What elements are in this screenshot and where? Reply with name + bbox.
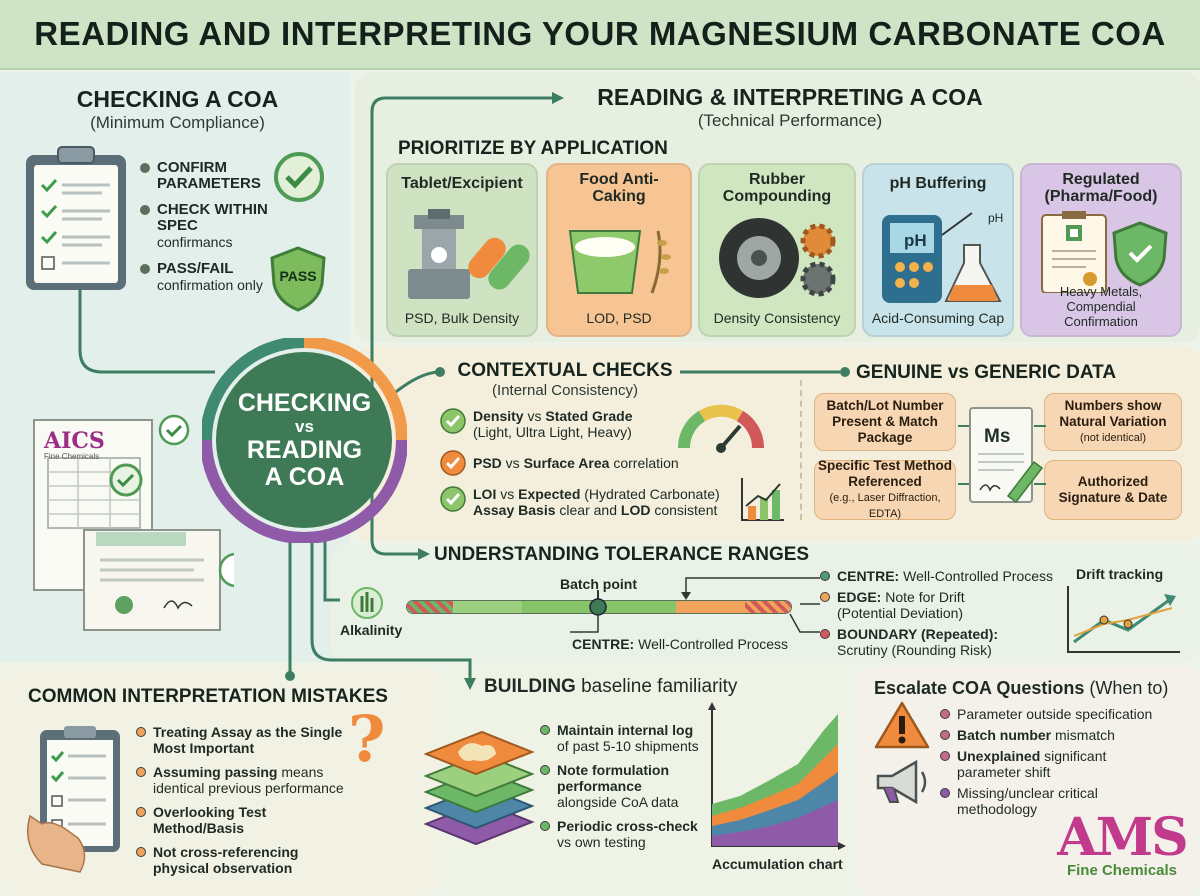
tablet-press-icon bbox=[408, 209, 530, 299]
title-bar: READING AND INTERPRETING YOUR MAGNESIUM … bbox=[0, 0, 1200, 70]
reading-heading: READING & INTERPRETING A COA bbox=[597, 84, 983, 110]
hub-circle: CHECKING vs READING A COA bbox=[202, 338, 407, 543]
check-circle-icon bbox=[440, 408, 466, 434]
check-circle-icon bbox=[440, 486, 466, 512]
check-circle-icon bbox=[440, 450, 466, 476]
drift-chart-icon bbox=[1067, 586, 1180, 653]
doc-ms-label: Ms bbox=[984, 426, 1011, 447]
legend-centre: CENTRE: Well-Controlled Process bbox=[820, 568, 1060, 584]
escalate-item: Unexplained significant parameter shift bbox=[940, 748, 1170, 780]
card-regulated: Regulated (Pharma/Food) Heavy Metals, Co… bbox=[1020, 163, 1182, 337]
genuine-box-method: Specific Test Method Referenced(e.g., La… bbox=[814, 458, 956, 520]
alkalinity-icon bbox=[351, 587, 383, 619]
tolerance-markers bbox=[570, 577, 820, 633]
genuine-box-batch: Batch/Lot Number Present & Match Package bbox=[814, 393, 956, 451]
layers-stack-icon bbox=[423, 730, 535, 846]
mistake-item: Overlooking Test Method/Basis bbox=[136, 804, 356, 836]
batch-point-label: Batch point bbox=[560, 576, 637, 592]
pass-shield-icon: PASS bbox=[268, 246, 328, 312]
alkalinity-label: Alkalinity bbox=[340, 622, 403, 638]
contextual-item: Density vs Stated Grade(Light, Ultra Lig… bbox=[440, 408, 740, 440]
question-mark-icon: ? bbox=[348, 702, 386, 777]
baseline-heading: BUILDING baseline familiarity bbox=[484, 676, 738, 697]
hub-line1: CHECKING bbox=[237, 389, 372, 417]
documents-icon bbox=[33, 414, 234, 631]
tolerance-boundary-left bbox=[407, 601, 454, 613]
hub-line3: READING bbox=[246, 436, 363, 464]
mistakes-heading: COMMON INTERPRETATION MISTAKES bbox=[28, 686, 388, 707]
checking-item: CONFIRM PARAMETERS bbox=[140, 160, 280, 192]
reading-subheading: (Technical Performance) bbox=[697, 111, 883, 130]
genuine-box-signature: Authorized Signature & Date bbox=[1044, 460, 1182, 520]
ph-tag: pH bbox=[988, 211, 1004, 225]
drift-label: Drift tracking bbox=[1076, 566, 1164, 582]
centre-bottom-label: CENTRE: Well-Controlled Process bbox=[572, 636, 789, 652]
genuine-heading: GENUINE vs GENERIC DATA bbox=[856, 362, 1117, 383]
hub-line4: A COA bbox=[264, 463, 345, 491]
escalate-item: Missing/unclear critical methodology bbox=[940, 785, 1170, 817]
brand-logo-text: AMS bbox=[1057, 807, 1188, 868]
tolerance-legend: CENTRE: Well-Controlled Process EDGE: No… bbox=[820, 568, 1060, 658]
tire-gear-icon bbox=[719, 218, 836, 298]
food-bowl-icon bbox=[568, 230, 671, 294]
legend-boundary: BOUNDARY (Repeated):Scrutiny (Rounding R… bbox=[820, 626, 1060, 658]
genuine-box-variation: Numbers show Natural Variation(not ident… bbox=[1044, 393, 1182, 451]
check-circle-icon bbox=[274, 152, 324, 202]
legend-edge: EDGE: Note for Drift(Potential Deviation… bbox=[820, 589, 1060, 621]
warning-icon bbox=[874, 701, 930, 749]
escalate-item: Parameter outside specification bbox=[940, 706, 1170, 722]
contextual-subheading: (Internal Consistency) bbox=[492, 382, 638, 399]
escalate-list: Parameter outside specification Batch nu… bbox=[940, 706, 1170, 817]
card-rubber: Rubber Compounding Density Consistency bbox=[698, 163, 856, 337]
prioritize-heading: PRIORITIZE BY APPLICATION bbox=[398, 138, 668, 159]
checking-heading: CHECKING A COA bbox=[76, 86, 279, 112]
gauge-icon bbox=[677, 404, 765, 453]
card-ph: pH Buffering pH pH Acid-Consuming Cap bbox=[862, 163, 1014, 337]
mistakes-list: Treating Assay as the Single Most Import… bbox=[136, 724, 356, 876]
megaphone-icon bbox=[876, 759, 927, 805]
mistake-item: Treating Assay as the Single Most Import… bbox=[136, 724, 356, 756]
doc-logo: AICS bbox=[44, 428, 105, 454]
ph-screen-label: pH bbox=[904, 231, 927, 250]
contextual-item: LOI vs Expected (Hydrated Carbonate)Assa… bbox=[440, 486, 740, 518]
tolerance-edge-right bbox=[675, 601, 745, 613]
escalate-heading: Escalate COA Questions (When to) bbox=[874, 678, 1169, 698]
checking-subheading: (Minimum Compliance) bbox=[90, 113, 265, 132]
mistake-item: Not cross-referencing physical observati… bbox=[136, 844, 356, 876]
card-food: Food Anti-Caking LOD, PSD bbox=[546, 163, 692, 337]
mistake-clipboard-icon bbox=[27, 726, 120, 873]
contextual-list: Density vs Stated Grade(Light, Ultra Lig… bbox=[440, 408, 740, 518]
contextual-item: PSD vs Surface Area correlation bbox=[440, 450, 740, 476]
brand-name: Fine Chemicals bbox=[1066, 862, 1178, 879]
accumulation-chart-icon bbox=[708, 702, 846, 850]
doc-logo-sub: Fine Chemicals bbox=[44, 452, 100, 461]
contextual-heading: CONTEXTUAL CHECKS bbox=[457, 360, 673, 381]
pass-badge: PASS bbox=[279, 268, 317, 284]
hub-line2: vs bbox=[295, 417, 314, 436]
escalate-item: Batch number mismatch bbox=[940, 727, 1170, 743]
regulated-doc-icon bbox=[1041, 211, 1168, 293]
tolerance-edge-left bbox=[453, 601, 523, 613]
page-title: READING AND INTERPRETING YOUR MAGNESIUM … bbox=[34, 15, 1166, 52]
tolerance-heading: UNDERSTANDING TOLERANCE RANGES bbox=[434, 544, 810, 565]
application-cards: Tablet/Excipient PSD, Bulk Density Food … bbox=[386, 163, 1182, 337]
signed-document-icon bbox=[958, 407, 1046, 504]
mistake-item: Assuming passing means identical previou… bbox=[136, 764, 356, 796]
clipboard-icon bbox=[26, 146, 126, 290]
tolerance-boundary-right bbox=[744, 601, 791, 613]
growth-chart-icon bbox=[741, 478, 784, 521]
card-tablet: Tablet/Excipient PSD, Bulk Density bbox=[386, 163, 538, 337]
accumulation-chart-label: Accumulation chart bbox=[712, 856, 843, 872]
ph-meter-icon bbox=[882, 212, 1002, 303]
brand-logo: AMS Fine Chemicals bbox=[1054, 807, 1190, 880]
